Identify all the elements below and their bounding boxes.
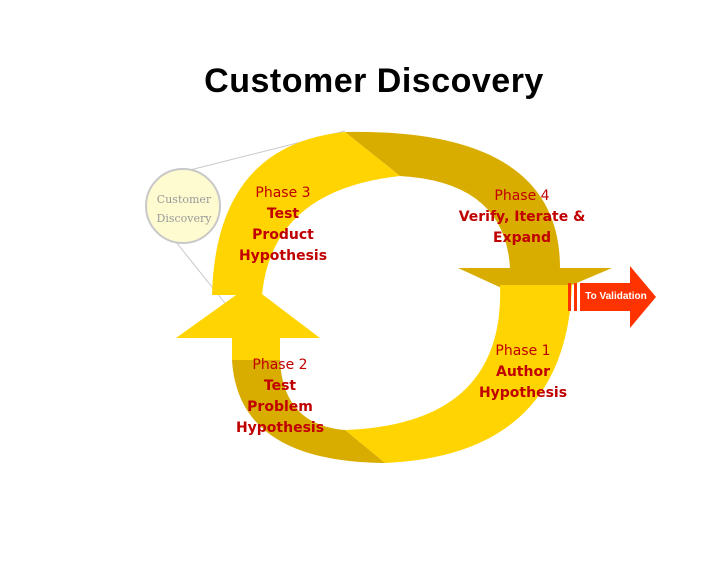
zoom-line-bottom (175, 241, 233, 313)
phase-3-name: Test Product Hypothesis (238, 206, 328, 264)
phase-4-arrow (345, 131, 612, 302)
phase-4-name: Verify, Iterate & Expand (458, 209, 586, 246)
phase-3-number: Phase 3 (255, 185, 311, 201)
phase-1-name: Author Hypothesis (478, 364, 568, 401)
phase-3-label: Phase 3 Test Product Hypothesis (222, 183, 344, 267)
phase-1-arrow (345, 285, 572, 463)
circle-label: Customer Discovery (156, 193, 212, 225)
phase-2-name: Test Problem Hypothesis (235, 378, 325, 436)
phase-2-number: Phase 2 (252, 357, 308, 373)
to-validation-arrow (568, 266, 656, 328)
phase-4-number: Phase 4 (494, 188, 550, 204)
phase-2-label: Phase 2 Test Problem Hypothesis (222, 355, 338, 439)
customer-discovery-circle (145, 168, 221, 244)
phase-3-arrow (212, 132, 400, 295)
phase-2-arrow-body (232, 360, 385, 463)
phase-4-label: Phase 4 Verify, Iterate & Expand (442, 186, 602, 249)
to-validation-label: To Validation (585, 291, 647, 302)
phase-1-number: Phase 1 (495, 343, 551, 359)
phase-1-label: Phase 1 Author Hypothesis (470, 341, 576, 404)
page-title: Customer Discovery (204, 62, 544, 100)
phase-2-arrow-head (176, 285, 320, 360)
